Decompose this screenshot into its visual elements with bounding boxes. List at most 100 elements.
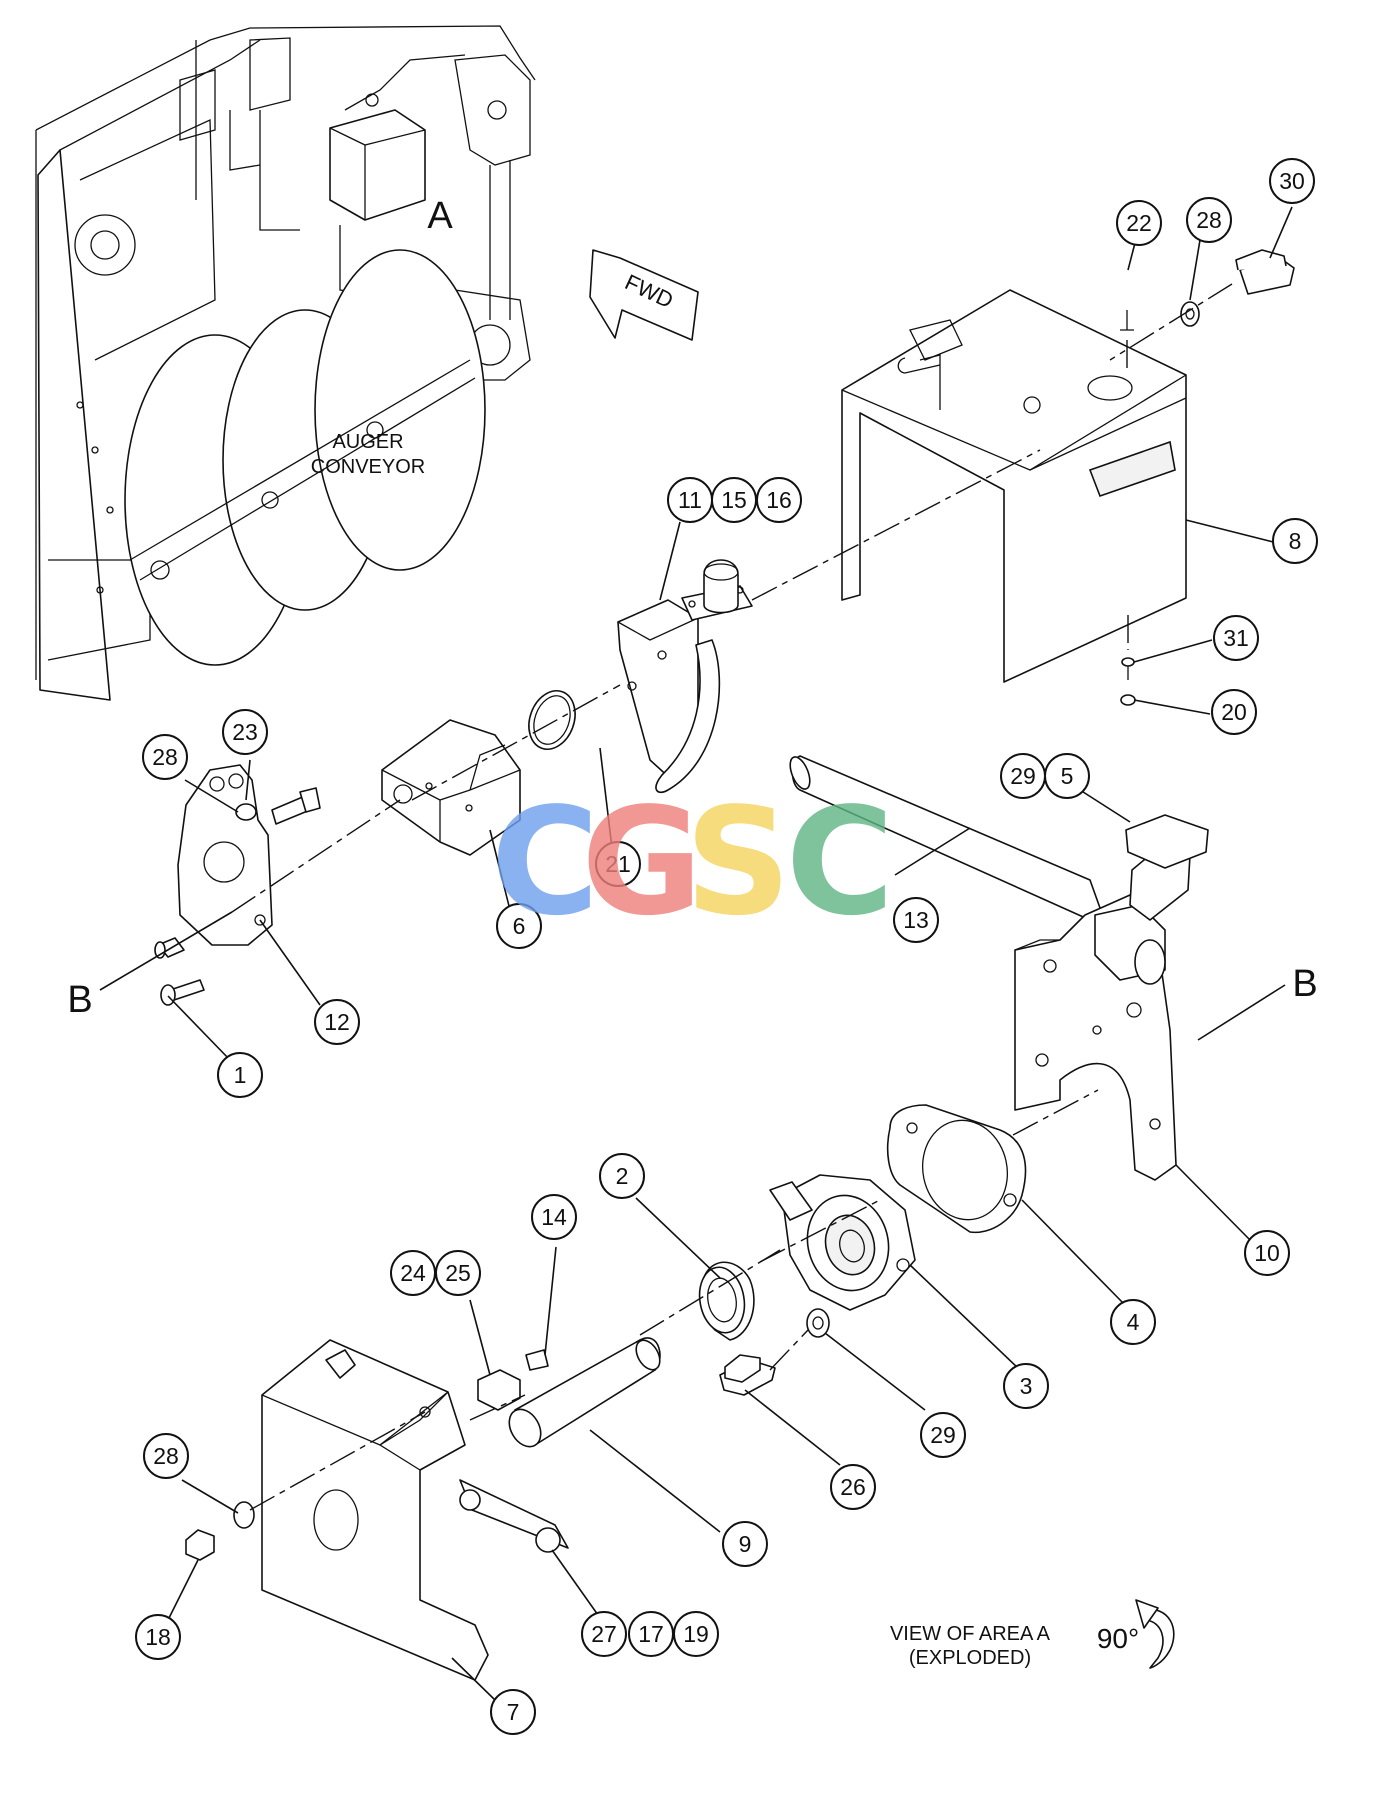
auger-label-line1: AUGER bbox=[332, 431, 403, 453]
callout-28-top: 28 bbox=[1186, 197, 1232, 243]
bearing-fasteners bbox=[719, 1308, 830, 1396]
svg-text:1: 1 bbox=[234, 1062, 247, 1088]
part-9-drive-shaft bbox=[469, 1337, 661, 1448]
svg-text:23: 23 bbox=[232, 719, 258, 745]
auger-conveyor-inset: AUGER CONVEYOR A bbox=[35, 25, 536, 701]
svg-text:28: 28 bbox=[153, 1443, 179, 1469]
watermark-letter-g: G bbox=[581, 776, 702, 948]
part-8-cover-bracket bbox=[841, 289, 1187, 683]
part-11-motor-plate bbox=[617, 449, 1041, 794]
svg-text:18: 18 bbox=[145, 1624, 171, 1650]
watermark-letter-c2: C bbox=[786, 776, 895, 948]
callout-31: 31 bbox=[1213, 615, 1259, 661]
callout-19: 19 bbox=[673, 1611, 719, 1657]
svg-text:11: 11 bbox=[678, 487, 702, 513]
svg-text:12: 12 bbox=[324, 1009, 350, 1035]
part-21-o-ring bbox=[528, 690, 576, 750]
svg-text:8: 8 bbox=[1289, 528, 1302, 554]
callout-8: 8 bbox=[1272, 518, 1318, 564]
svg-text:13: 13 bbox=[903, 907, 929, 933]
svg-text:28: 28 bbox=[152, 744, 178, 770]
auger-label-line2: CONVEYOR bbox=[311, 456, 425, 478]
callout-25: 25 bbox=[435, 1250, 481, 1296]
svg-text:16: 16 bbox=[766, 487, 792, 513]
callout-12: 12 bbox=[314, 999, 360, 1045]
part-10-mounting-plate bbox=[1012, 814, 1209, 1181]
callout-1: 1 bbox=[217, 1052, 263, 1098]
callout-20: 20 bbox=[1211, 689, 1257, 735]
callout-bubbles: 1 2 3 4 5 6 7 8 9 10 11 12 13 14 15 16 1… bbox=[135, 158, 1318, 1735]
section-b-left-label: B bbox=[67, 979, 92, 1021]
svg-text:21: 21 bbox=[605, 851, 631, 877]
part-4-gasket bbox=[886, 1104, 1027, 1234]
svg-text:14: 14 bbox=[541, 1204, 567, 1230]
svg-text:4: 4 bbox=[1127, 1309, 1140, 1335]
callout-27: 27 bbox=[581, 1611, 627, 1657]
svg-text:6: 6 bbox=[513, 913, 526, 939]
svg-text:24: 24 bbox=[400, 1260, 426, 1286]
section-b-right-label: B bbox=[1292, 963, 1317, 1005]
forward-arrow-icon: FWD bbox=[589, 249, 699, 341]
callout-9: 9 bbox=[722, 1521, 768, 1567]
callout-7: 7 bbox=[490, 1689, 536, 1735]
callout-4: 4 bbox=[1110, 1299, 1156, 1345]
callout-11: 11 bbox=[667, 477, 713, 523]
part-12-flange-plate bbox=[154, 764, 401, 1006]
svg-text:9: 9 bbox=[739, 1531, 752, 1557]
part-6-coupling-block bbox=[381, 684, 621, 856]
watermark-letter-c1: C bbox=[491, 776, 600, 948]
part-3-bearing-housing bbox=[759, 1174, 916, 1311]
callout-13: 13 bbox=[893, 897, 939, 943]
svg-text:19: 19 bbox=[683, 1621, 709, 1647]
svg-text:10: 10 bbox=[1254, 1240, 1280, 1266]
callout-28-left: 28 bbox=[142, 734, 188, 780]
svg-text:17: 17 bbox=[638, 1621, 664, 1647]
svg-text:30: 30 bbox=[1279, 168, 1305, 194]
svg-text:29: 29 bbox=[930, 1422, 956, 1448]
bracket-bottom-screws bbox=[1120, 615, 1136, 706]
svg-text:26: 26 bbox=[840, 1474, 866, 1500]
callout-3: 3 bbox=[1003, 1363, 1049, 1409]
callout-26: 26 bbox=[830, 1464, 876, 1510]
callout-21: 21 bbox=[595, 841, 641, 887]
part-2-bearing bbox=[639, 1249, 781, 1341]
part-7-bottom-cover bbox=[185, 1339, 569, 1681]
top-fasteners bbox=[1109, 249, 1295, 370]
area-a-marker: A bbox=[427, 195, 453, 237]
callout-16: 16 bbox=[756, 477, 802, 523]
svg-text:31: 31 bbox=[1223, 625, 1249, 651]
svg-text:20: 20 bbox=[1221, 699, 1247, 725]
callout-6: 6 bbox=[496, 903, 542, 949]
rotation-label: 90° bbox=[1097, 1623, 1139, 1654]
svg-text:5: 5 bbox=[1061, 763, 1074, 789]
callout-22: 22 bbox=[1116, 200, 1162, 246]
cgsc-watermark: C G S C bbox=[491, 776, 895, 948]
svg-text:29: 29 bbox=[1010, 763, 1036, 789]
svg-text:25: 25 bbox=[445, 1260, 471, 1286]
svg-text:7: 7 bbox=[507, 1699, 520, 1725]
callout-29-bottom: 29 bbox=[920, 1412, 966, 1458]
callout-30: 30 bbox=[1269, 158, 1315, 204]
svg-text:28: 28 bbox=[1196, 207, 1222, 233]
svg-text:22: 22 bbox=[1126, 210, 1152, 236]
svg-text:3: 3 bbox=[1020, 1373, 1033, 1399]
leader-lines bbox=[167, 206, 1293, 1701]
watermark-letter-s: S bbox=[685, 776, 792, 948]
callout-17: 17 bbox=[628, 1611, 674, 1657]
svg-text:2: 2 bbox=[616, 1163, 629, 1189]
rotation-arrow-icon bbox=[1135, 1599, 1175, 1669]
callout-5: 5 bbox=[1044, 753, 1090, 799]
callout-23: 23 bbox=[222, 709, 268, 755]
callout-18: 18 bbox=[135, 1614, 181, 1660]
svg-text:27: 27 bbox=[591, 1621, 617, 1647]
callout-28-bottom: 28 bbox=[143, 1433, 189, 1479]
section-b-right-line bbox=[1197, 984, 1286, 1041]
callout-24: 24 bbox=[390, 1250, 436, 1296]
callout-29-top: 29 bbox=[1000, 753, 1046, 799]
svg-text:15: 15 bbox=[721, 487, 747, 513]
view-caption-line1: VIEW OF AREA A bbox=[890, 1623, 1051, 1645]
section-b-left-line bbox=[99, 911, 233, 991]
view-caption-line2: (EXPLODED) bbox=[909, 1647, 1031, 1669]
callout-14: 14 bbox=[531, 1194, 577, 1240]
